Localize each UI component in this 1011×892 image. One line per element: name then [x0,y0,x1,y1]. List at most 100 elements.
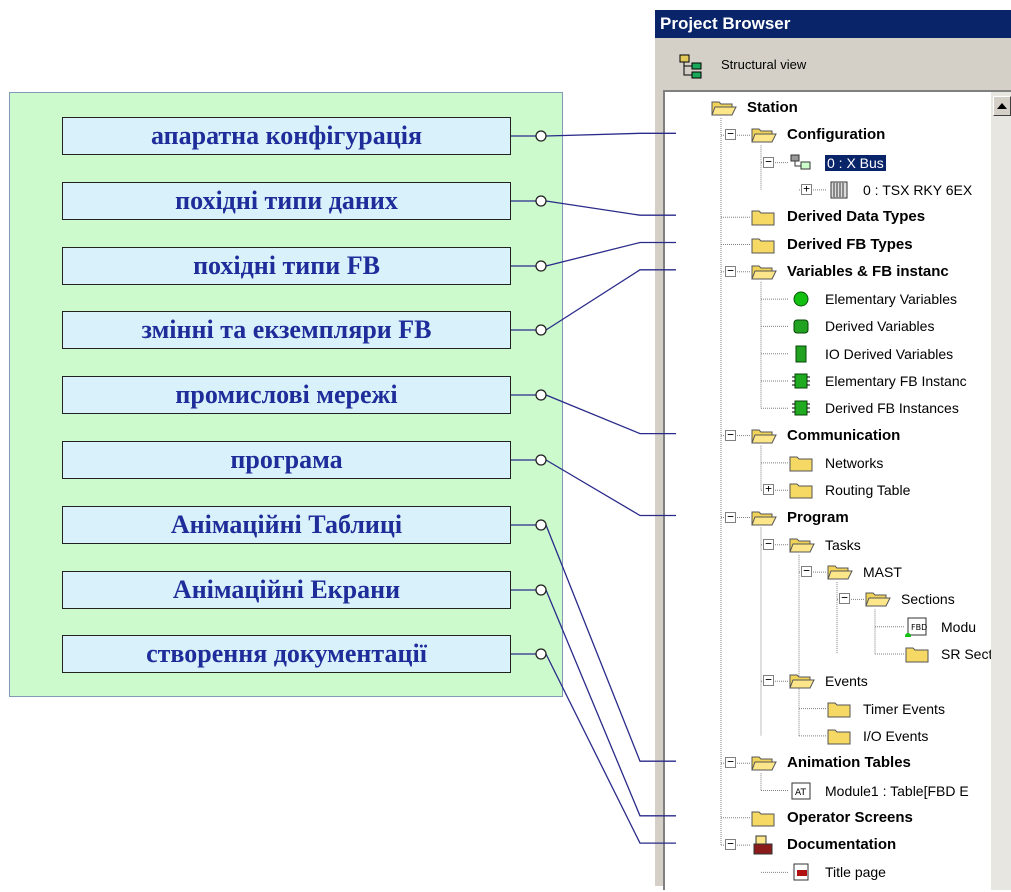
tree-node-text: Variables & FB instanc [787,262,949,280]
tree-node-text: Station [747,99,798,116]
tree-node-label[interactable]: Station [747,99,798,117]
tree-node-text: Title page [825,864,886,881]
folder-icon [827,702,851,718]
folder-open-icon [827,565,853,580]
tree-node-icon [789,371,813,389]
tree-node-label[interactable]: Tasks [825,536,861,554]
collapse-icon[interactable]: − [763,538,774,550]
tree-node-text: Tasks [825,536,861,553]
expand-icon[interactable]: + [801,183,812,195]
expand-icon[interactable]: + [763,483,774,496]
tree-node-icon [789,862,813,881]
view-label: Structural view [721,57,807,72]
tree-node-label[interactable]: IO Derived Variables [825,345,953,363]
title-page-icon [793,863,809,881]
tree-node-text: Elementary FB Instanc [825,373,967,389]
tree-node-icon: AT [789,781,813,799]
tree-node-icon [827,726,851,745]
tree-node-icon [865,589,891,607]
tree-node-label[interactable]: Networks [825,454,883,472]
tree-node-label[interactable]: MAST [863,563,902,581]
tree-node-label[interactable]: Documentation [787,836,896,854]
network-bus-icon [790,154,811,170]
folder-open-icon [789,538,815,553]
folder-icon [751,210,775,226]
tree-node-label[interactable]: Elementary Variables [825,290,957,308]
view-selector[interactable]: Structural view [655,40,1011,90]
tree-node-label[interactable]: Sections [901,590,955,608]
vertical-scrollbar[interactable] [991,92,1011,890]
green-chip-icon [792,373,810,389]
green-block-icon [793,319,809,334]
tree-node-icon [789,480,813,499]
collapse-icon[interactable]: − [725,265,736,277]
folder-open-icon [751,128,777,143]
fbd-section-icon: FBD [905,617,927,637]
tree-node-icon [751,235,775,253]
tree-node-icon [905,644,929,663]
tree-node-text: Program [787,508,849,526]
collapse-icon[interactable]: − [725,429,736,441]
tree-node-text: Configuration [787,126,886,144]
tree-node-label[interactable]: Derived Data Types [787,208,925,226]
tree-node-text: Timer Events [863,700,945,717]
tree-node-label[interactable]: 0 : X Bus [825,154,886,172]
tree-node-label[interactable]: 0 : TSX RKY 6EX [863,181,972,199]
collapse-icon[interactable]: − [763,674,774,687]
tree-node-icon [789,153,813,171]
tree-node-icon [789,344,813,363]
tree-node-label[interactable]: Derived FB Types [787,236,913,254]
tree-node-icon [827,180,851,199]
tree-node-label[interactable]: Timer Events [863,700,945,718]
legend-box: створення документації [62,635,511,673]
tree-node-icon [751,508,777,526]
tree-node-label[interactable]: I/O Events [863,727,928,745]
legend-box: програма [62,441,511,479]
tree-node-text: 0 : TSX RKY 6EX [863,181,973,198]
folder-open-icon [711,101,737,116]
folder-open-icon [865,592,891,607]
tree-node-icon [789,398,813,416]
tree-node-label[interactable]: Variables & FB instanc [787,263,949,281]
tree-node-label[interactable]: Operator Screens [787,809,913,827]
collapse-icon[interactable]: − [839,592,850,605]
green-ball-icon [793,291,809,307]
collapse-icon[interactable]: − [801,565,812,578]
tree-node-text: Derived FB Types [787,235,913,253]
folder-icon [751,811,775,827]
collapse-icon[interactable]: − [763,156,774,168]
folder-icon [789,456,813,472]
tree-node-label[interactable]: Derived Variables [825,317,934,335]
collapse-icon[interactable]: − [725,756,736,769]
collapse-icon[interactable]: − [725,128,736,141]
tree-node-label[interactable]: Configuration [787,126,885,144]
tree-node-label[interactable]: Elementary FB Instanc [825,372,967,390]
tree-node-icon [751,262,777,280]
tree-node-label[interactable]: Modu [941,618,976,636]
tree-node-label[interactable]: Derived FB Instances [825,399,959,417]
folder-icon [789,483,813,499]
tree-node-label[interactable]: Title page [825,863,886,881]
collapse-icon[interactable]: − [725,511,736,523]
green-card-icon [795,345,807,363]
tree-node-icon [789,289,813,307]
scroll-up-button[interactable] [993,96,1011,116]
tree-node-text: Derived Data Types [787,208,926,226]
tree-node-icon [789,671,815,689]
tree-node-text: Communication [787,426,901,444]
tree-node-icon [827,562,853,580]
tree-node-text: IO Derived Variables [825,345,954,362]
collapse-icon[interactable]: − [725,838,736,851]
tree-node-label[interactable]: Events [825,672,868,690]
tree-node-text: Operator Screens [787,808,913,826]
tree-node-icon [751,125,777,143]
tree-node-label[interactable]: Communication [787,427,900,445]
tree-node-text: Documentation [787,836,897,854]
tree-node-label[interactable]: Program [787,509,849,527]
tree-node-text: Animation Tables [787,754,911,772]
tree-node-label[interactable]: Animation Tables [787,754,911,772]
tree-node-label[interactable]: Routing Table [825,481,910,499]
tree-node-label[interactable]: Module1 : Table[FBD E [825,782,969,800]
tree-node-icon [789,535,815,553]
